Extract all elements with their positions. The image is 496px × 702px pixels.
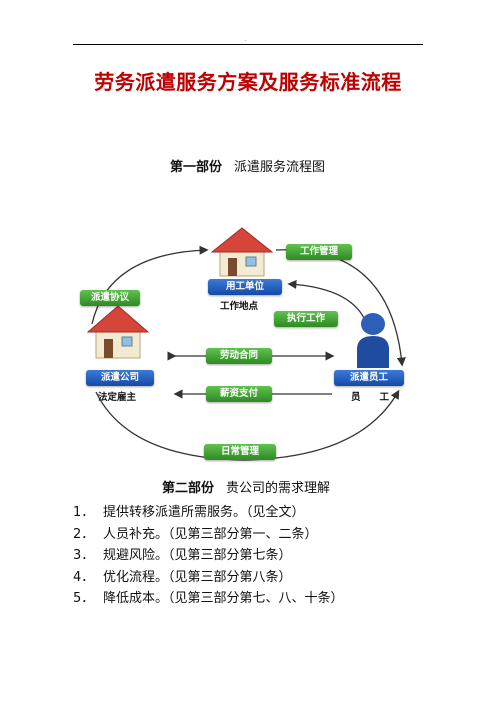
employer-subtitle: 工作地点 <box>220 301 259 312</box>
list-item-number: 2． <box>73 526 95 542</box>
dispatch-agreement-label: 派遣协议 <box>80 290 140 306</box>
requirements-list: 1． 提供转移派遣所需服务。（见全文） 2． 人员补充。（见第三部分第一、二条） 3… <box>73 502 344 610</box>
list-item-number: 1． <box>73 505 95 520</box>
list-item: 3． 规避风险。（见第三部分第七条） <box>73 545 344 567</box>
daily-management-label: 日常管理 <box>204 444 276 460</box>
house-icon-employer <box>210 227 274 277</box>
list-item-text: 优化流程。（见第三部分第八条） <box>103 569 292 585</box>
list-item: 1． 提供转移派遣所需服务。（见全文） <box>73 502 344 524</box>
document-title: 劳务派遣服务方案及服务标准流程 <box>94 70 402 94</box>
list-item: 4． 优化流程。（见第三部分第八条） <box>73 567 344 589</box>
list-item-text: 降低成本。（见第三部分第七、八、十条） <box>103 591 344 606</box>
arc-agency-to-employee <box>95 389 400 461</box>
execute-work-label: 执行工作 <box>274 311 338 327</box>
employee-subtitle: 员 工 <box>351 392 390 403</box>
list-item-number: 4． <box>73 569 95 585</box>
list-item-text: 规避风险。（见第三部分第七条） <box>103 548 292 563</box>
work-management-label: 工作管理 <box>286 244 352 260</box>
list-item-number: 5． <box>73 591 95 606</box>
list-item-text: 提供转移派遣所需服务。（见全文） <box>103 505 305 520</box>
section-2-heading: 第二部份贵公司的需求理解 <box>162 477 330 496</box>
salary-payment-label: 薪资支付 <box>206 386 272 402</box>
header-rule <box>73 44 423 45</box>
header-mark: . <box>244 34 247 43</box>
arc-employee-to-employer <box>287 279 365 319</box>
list-item-number: 3． <box>73 548 95 563</box>
house-icon-agency <box>86 305 150 359</box>
flow-diagram-lines <box>86 227 406 461</box>
employee-box: 派遣员工 <box>334 370 404 386</box>
person-icon-employee <box>357 313 389 368</box>
labor-contract-label: 劳动合同 <box>206 348 272 364</box>
section-1-text: 派遣服务流程图 <box>234 160 326 175</box>
dispatch-flow-diagram: 用工单位 工作地点 派遣公司 法定雇主 派遣员工 员 工 派遣协议 工作管理 执… <box>68 224 420 472</box>
section-2-text: 贵公司的需求理解 <box>226 481 331 496</box>
agency-box: 派遣公司 <box>86 370 154 386</box>
section-1-label: 第一部份 <box>170 160 223 175</box>
section-2-label: 第二部份 <box>162 481 215 496</box>
section-1-heading: 第一部份派遣服务流程图 <box>170 156 325 175</box>
employer-box: 用工单位 <box>208 279 282 295</box>
list-item: 5． 降低成本。（见第三部分第七、八、十条） <box>73 588 344 610</box>
list-item-text: 人员补充。（见第三部分第一、二条） <box>103 526 318 542</box>
agency-subtitle: 法定雇主 <box>98 392 137 403</box>
list-item: 2． 人员补充。（见第三部分第一、二条） <box>73 524 344 546</box>
arc-agency-to-employer <box>91 245 209 325</box>
